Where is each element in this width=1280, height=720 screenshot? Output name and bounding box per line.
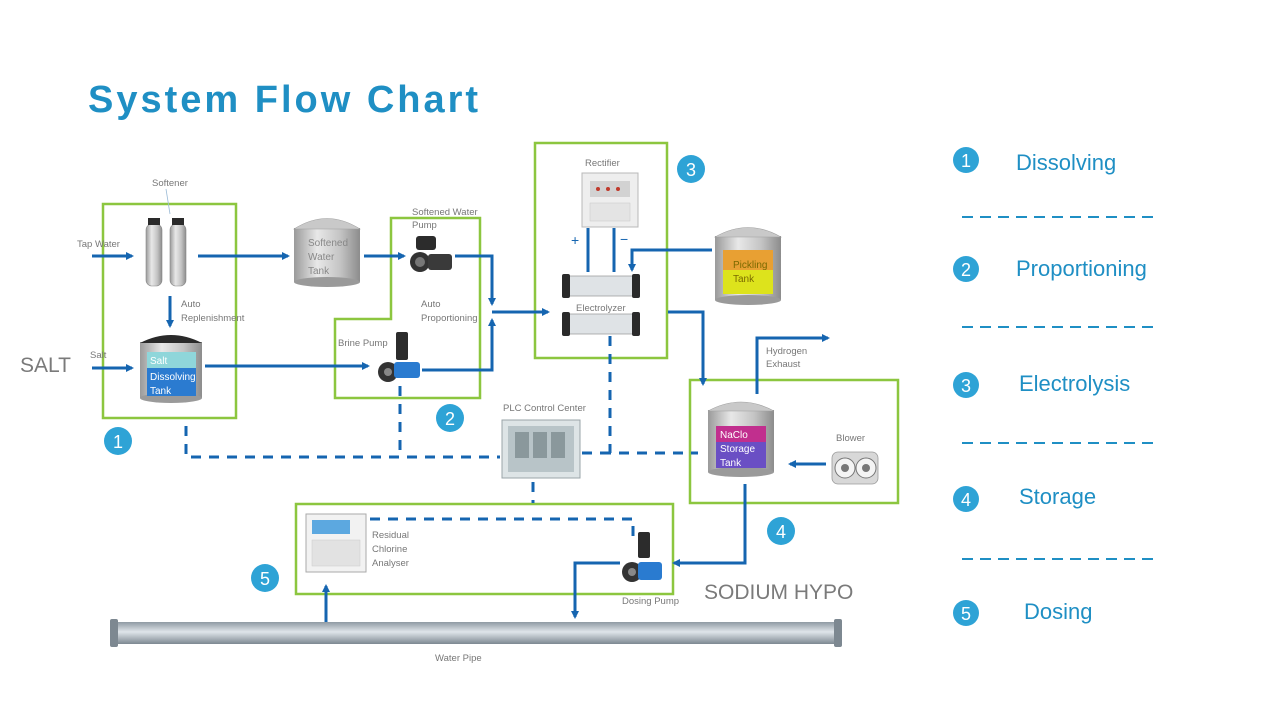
signal-line-dissolving — [184, 426, 500, 459]
stage-box-dosing — [294, 502, 675, 596]
plc-control-center — [501, 419, 581, 479]
auto-replenishment-label-2: Replenishment — [181, 313, 245, 324]
analyser-label-1: Residual — [372, 530, 409, 541]
salt-tank-label-1: Salt — [150, 356, 167, 367]
flow-electrolyzer-to-storage — [668, 310, 707, 386]
legend-label-storage: Storage — [1019, 484, 1096, 509]
naclo-tank-label-2: Storage — [720, 444, 755, 455]
blower-label: Blower — [836, 433, 865, 444]
softened-tank-label-1: Softened — [308, 238, 348, 249]
analyser-label-2: Chlorine — [372, 544, 407, 555]
flow-dosing-to-pipe — [571, 561, 620, 619]
stage-badge-4-text: 4 — [776, 522, 786, 542]
legend-badge-5 — [953, 600, 979, 626]
legend-badge-1-text: 1 — [961, 151, 971, 171]
auto-proportioning-label-1: Auto — [421, 299, 441, 310]
pickling-tank-label-1: Pickling — [733, 260, 767, 271]
salt-input-label: SALT — [20, 354, 71, 377]
electrolyzer-unit — [562, 274, 640, 336]
softener-unit — [145, 218, 187, 287]
naclo-storage-tank — [707, 401, 775, 477]
flow-brine-pump-out — [422, 318, 496, 372]
stage-box-proportioning — [333, 216, 482, 400]
softened-tank-label-3: Tank — [308, 266, 330, 277]
stage-box-storage — [688, 378, 900, 505]
naclo-tank-label-1: NaClo — [720, 430, 748, 441]
dosing-pump-label: Dosing Pump — [622, 596, 679, 607]
electrolyzer-label: Electrolyzer — [576, 303, 626, 314]
tap-water-label: Tap Water — [77, 239, 120, 250]
signal-line-analyser — [370, 517, 635, 540]
softened-pump-label-1: Softened Water — [412, 207, 478, 218]
stage-badge-1-text: 1 — [113, 432, 123, 452]
legend: 1 Dissolving 2 Proportioning 3 Electroly… — [953, 147, 1156, 626]
positive-terminal-label: + — [571, 232, 579, 248]
flow-storage-to-dosing — [672, 484, 747, 567]
stage-badge-3-text: 3 — [686, 160, 696, 180]
salt-tank-label-3: Tank — [150, 386, 172, 397]
softened-pump-label-2: Pump — [412, 220, 437, 231]
flow-softened-pump-out — [455, 254, 496, 306]
hydrogen-exhaust-label-2: Exhaust — [766, 359, 801, 370]
softener-label: Softener — [152, 178, 188, 189]
analyser-label-3: Analyser — [372, 558, 409, 569]
dosing-pump — [622, 532, 662, 582]
flow-hydrogen-exhaust — [755, 334, 830, 394]
legend-label-proportioning: Proportioning — [1016, 256, 1147, 281]
legend-badge-5-text: 5 — [961, 604, 971, 624]
signal-line-storage — [608, 336, 698, 455]
legend-label-dissolving: Dissolving — [1016, 150, 1116, 175]
pickling-tank-label-2: Tank — [733, 274, 755, 285]
negative-terminal-label: − — [620, 231, 628, 247]
softened-water-tank — [292, 218, 362, 287]
legend-badge-2-text: 2 — [961, 260, 971, 280]
legend-badge-3 — [953, 372, 979, 398]
plc-label: PLC Control Center — [503, 403, 586, 414]
softened-tank-label-2: Water — [308, 252, 335, 263]
sodium-hypo-label: SODIUM HYPO — [704, 581, 853, 604]
stage-box-dissolving — [101, 202, 238, 420]
hydrogen-exhaust-label-1: Hydrogen — [766, 346, 807, 357]
stage-badge-5 — [251, 564, 279, 592]
stage-badge-4 — [767, 517, 795, 545]
rectifier-unit — [581, 172, 639, 228]
legend-badge-3-text: 3 — [961, 376, 971, 396]
legend-badge-4 — [953, 486, 979, 512]
pickling-tank — [713, 227, 783, 305]
stage-badge-1 — [104, 427, 132, 455]
page-title: System Flow Chart — [88, 79, 481, 121]
salt-small-label: Salt — [90, 350, 107, 361]
legend-label-dosing: Dosing — [1024, 599, 1092, 624]
naclo-tank-label-3: Tank — [720, 458, 742, 469]
stage-badge-2 — [436, 404, 464, 432]
auto-proportioning-label-2: Proportioning — [421, 313, 478, 324]
legend-badge-1 — [953, 147, 979, 173]
brine-pump — [378, 332, 420, 382]
auto-replenishment-label-1: Auto — [181, 299, 201, 310]
water-pipe-label: Water Pipe — [435, 653, 482, 664]
water-pipe — [110, 619, 842, 647]
salt-dissolving-tank — [140, 335, 202, 403]
salt-tank-label-2: Dissolving — [150, 372, 196, 383]
legend-label-electrolysis: Electrolysis — [1019, 371, 1130, 396]
stage-badge-5-text: 5 — [260, 569, 270, 589]
softened-water-pump — [410, 236, 452, 272]
residual-chlorine-analyser — [305, 513, 367, 573]
rectifier-label: Rectifier — [585, 158, 620, 169]
stage-badge-2-text: 2 — [445, 409, 455, 429]
legend-badge-4-text: 4 — [961, 490, 971, 510]
stage-badge-3 — [677, 155, 705, 183]
legend-badge-2 — [953, 256, 979, 282]
blower-unit — [831, 451, 879, 485]
flow-pickling-to-electrolyzer — [628, 248, 712, 272]
softener-label-leader — [165, 188, 171, 215]
brine-pump-label: Brine Pump — [338, 338, 388, 349]
